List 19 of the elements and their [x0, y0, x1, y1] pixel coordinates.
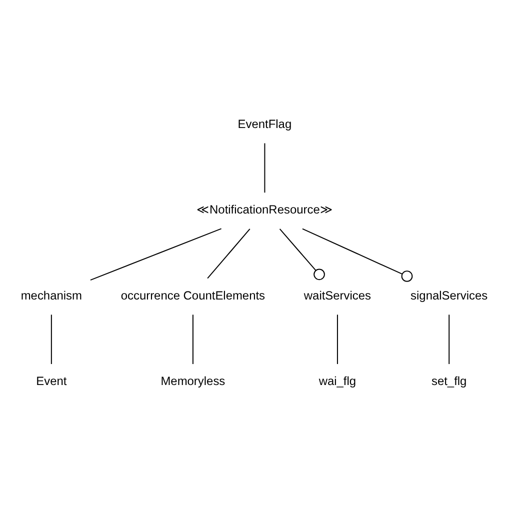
node-text: waitServices [304, 288, 372, 302]
node-text: EventFlag [238, 116, 292, 131]
node-text: set_flg [431, 374, 467, 388]
node-text: signalServices [410, 288, 488, 302]
node-text: Event [36, 374, 67, 388]
node-text: Memoryless [160, 374, 226, 388]
connector [279, 228, 325, 280]
node-text: wai_flg [318, 374, 356, 388]
connector [264, 142, 266, 193]
node-text: occurrence CountElements [120, 288, 266, 302]
connector [192, 314, 194, 364]
connector [448, 314, 450, 364]
connector [207, 228, 250, 278]
connector [90, 228, 222, 280]
connector [50, 314, 52, 364]
connector [302, 228, 413, 282]
connector [336, 314, 338, 364]
node-text: ≪NotificationResource≫ [196, 202, 333, 216]
node-text: mechanism [20, 288, 82, 302]
